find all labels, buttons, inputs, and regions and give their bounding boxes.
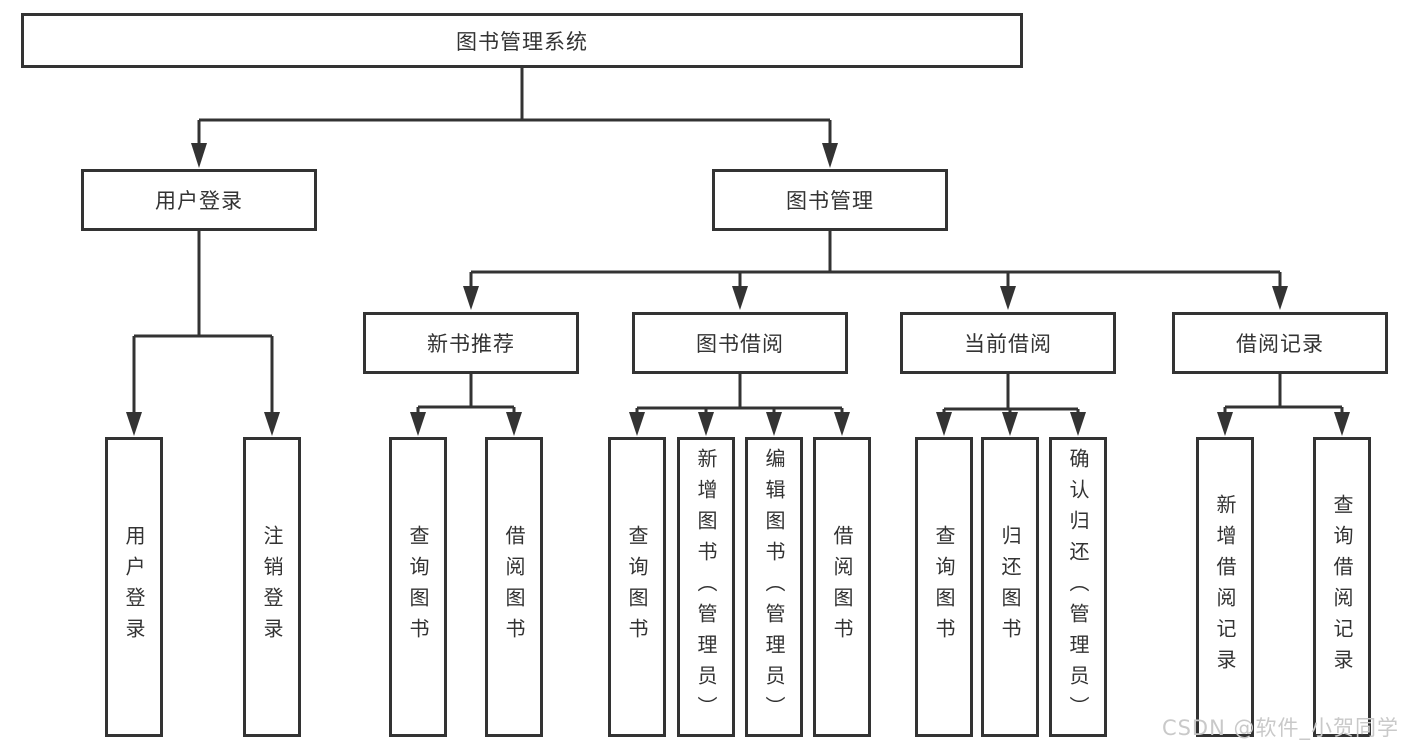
leaf-label: 确认归还（管理员） — [1066, 447, 1090, 727]
node-label: 当前借阅 — [964, 332, 1052, 356]
csdn-watermark: CSDN @软件_小贺同学 — [1161, 716, 1399, 740]
node-root-system: 图书管理系统 — [21, 13, 1023, 68]
node-label: 图书管理 — [786, 189, 874, 213]
node-label: 新书推荐 — [427, 332, 515, 356]
leaf-edit-books-admin: 编辑图书（管理员） — [745, 437, 803, 737]
node-book-management-branch: 图书管理 — [712, 169, 948, 231]
leaf-query-borrow-record: 查询借阅记录 — [1313, 437, 1371, 737]
leaf-label: 查询图书 — [406, 525, 430, 649]
leaf-borrow-books: 借阅图书 — [813, 437, 871, 737]
leaf-label: 查询图书 — [932, 525, 956, 649]
leaf-label: 编辑图书（管理员） — [762, 447, 786, 727]
leaf-label: 查询借阅记录 — [1330, 494, 1354, 680]
node-current-borrow: 当前借阅 — [900, 312, 1116, 374]
leaf-logout: 注销登录 — [243, 437, 301, 737]
leaf-label: 新增图书（管理员） — [694, 447, 718, 727]
leaf-label: 借阅图书 — [830, 525, 854, 649]
leaf-borrow-books-recommend: 借阅图书 — [485, 437, 543, 737]
leaf-label: 借阅图书 — [502, 525, 526, 649]
node-user-login-branch: 用户登录 — [81, 169, 317, 231]
node-label: 借阅记录 — [1236, 332, 1324, 356]
leaf-query-books-current: 查询图书 — [915, 437, 973, 737]
node-label: 图书借阅 — [696, 332, 784, 356]
node-borrow-record: 借阅记录 — [1172, 312, 1388, 374]
arrowheads — [126, 143, 1350, 436]
leaf-user-login: 用户登录 — [105, 437, 163, 737]
leaf-add-books-admin: 新增图书（管理员） — [677, 437, 735, 737]
node-root-label: 图书管理系统 — [456, 29, 588, 54]
node-new-book-recommend: 新书推荐 — [363, 312, 579, 374]
leaf-confirm-return-admin: 确认归还（管理员） — [1049, 437, 1107, 737]
leaf-label: 注销登录 — [260, 525, 284, 649]
leaf-add-borrow-record: 新增借阅记录 — [1196, 437, 1254, 737]
leaf-label: 新增借阅记录 — [1213, 494, 1237, 680]
leaf-label: 归还图书 — [998, 525, 1022, 649]
node-book-borrow: 图书借阅 — [632, 312, 848, 374]
leaf-query-books-recommend: 查询图书 — [389, 437, 447, 737]
leaf-label: 用户登录 — [122, 525, 146, 649]
node-label: 用户登录 — [155, 189, 243, 213]
leaf-query-books-borrow: 查询图书 — [608, 437, 666, 737]
leaf-label: 查询图书 — [625, 525, 649, 649]
leaf-return-books: 归还图书 — [981, 437, 1039, 737]
